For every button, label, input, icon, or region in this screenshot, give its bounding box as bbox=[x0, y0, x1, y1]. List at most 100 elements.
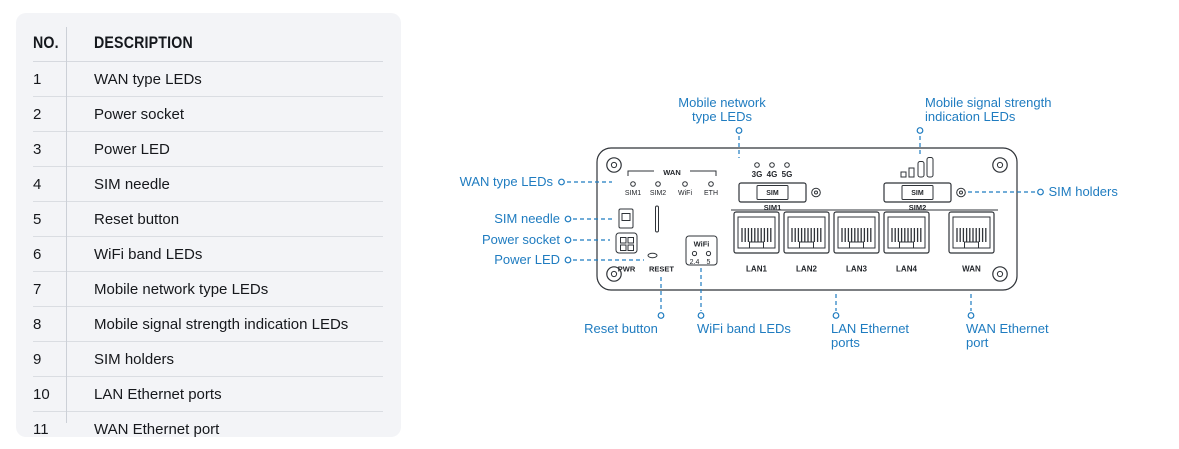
power-led-icon bbox=[647, 252, 658, 259]
callout-label-line2: port bbox=[966, 335, 989, 350]
wan-group-label: WAN bbox=[663, 168, 681, 177]
callout-label: WiFi band LEDs bbox=[697, 321, 791, 336]
router-diagram: WAN SIM1 SIM2 WiFi ETH 3G 4G 5G SIM SIM1… bbox=[440, 80, 1179, 370]
sim-needle-holder-icon bbox=[618, 208, 634, 229]
sim-needle-pin-icon bbox=[655, 205, 659, 233]
table-row: 1 WAN type LEDs bbox=[33, 62, 383, 97]
callout-node-icon bbox=[697, 312, 705, 319]
wan-led-sim1-label: SIM1 bbox=[625, 190, 641, 197]
signal-bar-icon bbox=[917, 161, 925, 178]
wan-led-wifi-icon bbox=[682, 181, 688, 187]
sim1-holder: SIM SIM1 bbox=[738, 182, 821, 212]
row-description: Mobile signal strength indication LEDs bbox=[94, 315, 349, 333]
row-number: 8 bbox=[33, 315, 42, 333]
callout-label: Power socket bbox=[482, 232, 560, 247]
wan-port-icon bbox=[948, 211, 995, 254]
wifi-box-label: WiFi bbox=[694, 240, 710, 249]
callout-mobile-signal-strength-leds: Mobile signal strength indication LEDs bbox=[916, 95, 1051, 154]
table-row: 3 Power LED bbox=[33, 132, 383, 167]
callout-node-icon bbox=[916, 127, 924, 134]
wifi-led-5-icon bbox=[705, 250, 712, 257]
callout-node-icon bbox=[832, 312, 840, 319]
signal-bar-icon bbox=[926, 157, 934, 178]
table-header-row: NO. DESCRIPTION bbox=[33, 25, 383, 62]
mobile-network-type-led-group: 3G 4G 5G bbox=[752, 162, 793, 179]
signal-bar-icon bbox=[900, 171, 907, 178]
sim2-name-label: SIM2 bbox=[909, 203, 927, 212]
lan4-label: LAN4 bbox=[896, 265, 917, 274]
wan-led-wifi-label: WiFi bbox=[678, 190, 692, 197]
callout-power-socket: Power socket bbox=[482, 232, 610, 247]
callout-sim-needle: SIM needle bbox=[494, 211, 612, 226]
led-4g-label: 4G bbox=[767, 170, 778, 179]
power-socket-group bbox=[615, 232, 638, 254]
wan-led-sim2-label: SIM2 bbox=[650, 190, 666, 197]
row-description: WiFi band LEDs bbox=[94, 245, 203, 263]
description-table: NO. DESCRIPTION 1 WAN type LEDs 2 Power … bbox=[16, 13, 401, 438]
ethernet-port-row: LAN1 LAN2 LAN3 LAN4 WAN bbox=[731, 209, 998, 274]
callout-mobile-network-type-leds: Mobile network type LEDs bbox=[678, 95, 766, 158]
row-description: LAN Ethernet ports bbox=[94, 385, 222, 403]
led-3g-label: 3G bbox=[752, 170, 763, 179]
row-number: 11 bbox=[33, 420, 49, 438]
wan-led-eth-label: ETH bbox=[704, 190, 718, 197]
callout-label-line1: Mobile signal strength bbox=[925, 95, 1051, 110]
reset-label: RESET bbox=[649, 265, 674, 274]
wan-type-led-group: WAN SIM1 SIM2 WiFi ETH bbox=[625, 168, 718, 197]
callout-wan-type-leds: WAN type LEDs bbox=[460, 174, 612, 189]
callout-node-icon bbox=[564, 256, 572, 264]
router-diagram-svg: WAN SIM1 SIM2 WiFi ETH 3G 4G 5G SIM SIM1… bbox=[460, 95, 1119, 350]
table-row: 7 Mobile network type LEDs bbox=[33, 272, 383, 307]
callout-sim-holders: SIM holders bbox=[968, 184, 1118, 199]
callout-node-icon bbox=[558, 178, 565, 186]
row-number: 3 bbox=[33, 140, 42, 158]
led-3g-icon bbox=[754, 162, 760, 168]
row-description: WAN type LEDs bbox=[94, 70, 202, 88]
callout-label: Power LED bbox=[494, 252, 560, 267]
row-number: 9 bbox=[33, 350, 42, 368]
callout-wifi-band-leds: WiFi band LEDs bbox=[697, 268, 791, 336]
table-row: 5 Reset button bbox=[33, 202, 383, 237]
corner-screw-icon bbox=[606, 157, 622, 173]
row-description: SIM holders bbox=[94, 350, 175, 368]
callout-label: SIM needle bbox=[494, 211, 560, 226]
corner-screw-icon bbox=[992, 266, 1008, 282]
table-row: 9 SIM holders bbox=[33, 342, 383, 377]
lan2-port-icon bbox=[783, 211, 830, 254]
wan-led-sim1-icon bbox=[630, 181, 636, 187]
table-column-divider bbox=[66, 27, 67, 423]
table-header-no: NO. bbox=[33, 33, 59, 52]
power-socket-icon bbox=[615, 232, 638, 254]
sim2-screw-icon bbox=[956, 187, 966, 198]
callout-label-line2: indication LEDs bbox=[925, 109, 1016, 124]
row-description: Reset button bbox=[94, 210, 180, 228]
callout-node-icon bbox=[1037, 188, 1044, 196]
callout-label: WAN type LEDs bbox=[460, 174, 554, 189]
row-number: 4 bbox=[33, 175, 42, 193]
callout-label: SIM holders bbox=[1049, 184, 1119, 199]
lan2-label: LAN2 bbox=[796, 265, 817, 274]
table-header-description: DESCRIPTION bbox=[94, 33, 193, 52]
callout-lan-ethernet-ports: LAN Ethernet ports bbox=[831, 294, 909, 350]
callout-node-icon bbox=[564, 215, 572, 223]
callout-label-line1: LAN Ethernet bbox=[831, 321, 909, 336]
callout-node-icon bbox=[735, 127, 743, 134]
callout-node-icon bbox=[657, 312, 665, 319]
wan-bracket bbox=[627, 170, 717, 176]
led-5g-label: 5G bbox=[782, 170, 793, 179]
wifi-band-led-group: WiFi 2.4 5 bbox=[685, 235, 718, 266]
row-description: Mobile network type LEDs bbox=[94, 280, 269, 298]
lan3-label: LAN3 bbox=[846, 265, 867, 274]
table-row: 10 LAN Ethernet ports bbox=[33, 377, 383, 412]
wifi-band-24-label: 2.4 bbox=[690, 259, 700, 266]
callout-label-line1: Mobile network bbox=[678, 95, 766, 110]
row-number: 6 bbox=[33, 245, 42, 263]
row-description: Power LED bbox=[94, 140, 170, 158]
row-number: 5 bbox=[33, 210, 42, 228]
table-row: 2 Power socket bbox=[33, 97, 383, 132]
table-row: 4 SIM needle bbox=[33, 167, 383, 202]
corner-screw-icon bbox=[992, 157, 1008, 173]
row-description: SIM needle bbox=[94, 175, 170, 193]
callout-power-led: Power LED bbox=[494, 252, 644, 267]
led-4g-icon bbox=[769, 162, 775, 168]
